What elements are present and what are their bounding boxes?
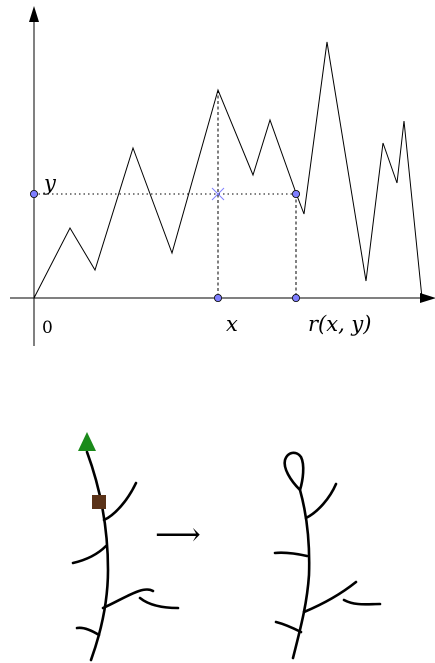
y-axis-arrow-icon [29, 6, 39, 22]
r-marker [291, 293, 300, 302]
left-twig-4 [138, 596, 180, 610]
transform-arrow-icon: ⟶ [155, 515, 201, 553]
green-triangle-icon [78, 432, 96, 451]
left-twig-5 [75, 626, 101, 637]
x-label: x [226, 312, 238, 336]
curve-hit-marker [291, 189, 300, 198]
top-diagram: 0 y x r(x, y) [10, 6, 435, 346]
origin-label: 0 [42, 318, 53, 338]
brown-square-icon [92, 495, 106, 509]
x-marker [213, 293, 222, 302]
right-twig-3 [302, 580, 358, 614]
left-twig-2 [71, 544, 108, 565]
jagged-curve [33, 41, 423, 299]
left-main-branch [85, 450, 110, 662]
right-twig-5 [274, 620, 303, 634]
right-twig-1 [304, 482, 338, 520]
right-branch-tree [273, 451, 382, 660]
x-axis-arrow-icon [420, 293, 435, 303]
bottom-diagram: ⟶ [71, 432, 382, 662]
y-marker [29, 189, 38, 198]
cross-icon [211, 187, 225, 201]
right-twig-4 [342, 598, 382, 606]
right-twig-2 [273, 551, 309, 558]
left-branch-tree [71, 450, 180, 662]
left-twig-3 [101, 588, 155, 610]
left-twig-1 [102, 481, 138, 522]
r-label: r(x, y) [308, 312, 371, 336]
right-loop-icon [283, 451, 305, 492]
right-main-branch [291, 488, 311, 660]
y-label: y [43, 171, 57, 195]
